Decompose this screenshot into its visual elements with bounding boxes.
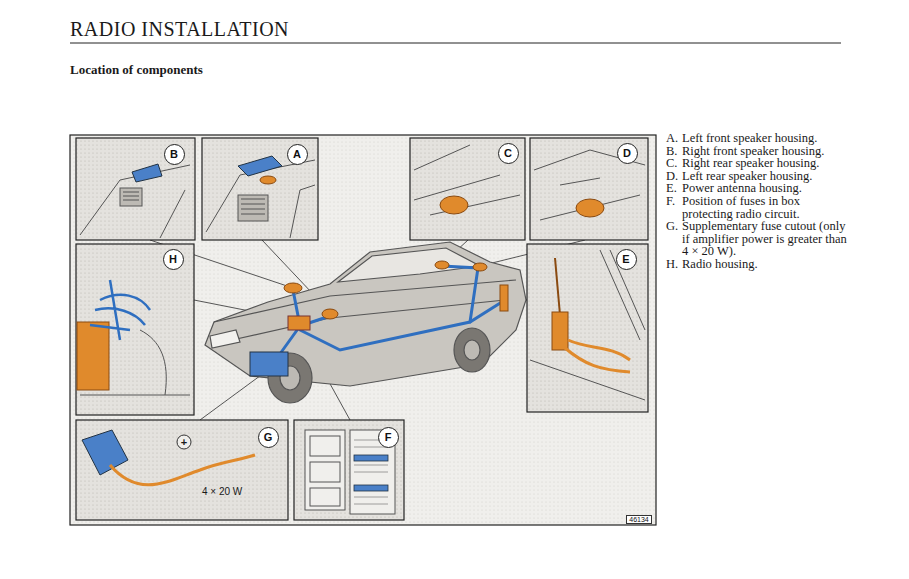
- callout-text: B: [170, 148, 178, 160]
- key-letter: B.: [666, 145, 682, 158]
- figure-number: 46134: [626, 515, 652, 524]
- callout-letter: B: [164, 144, 185, 165]
- key-row: G.Supplementary fuse cutout (only if amp…: [666, 220, 848, 258]
- key-row: C.Right rear speaker housing.: [666, 157, 848, 170]
- callout-letter: H: [163, 249, 184, 270]
- key-description: Power antenna housing.: [682, 182, 848, 195]
- key-letter: A.: [666, 132, 682, 145]
- callout-letter: F: [378, 427, 399, 448]
- callout-letter: C: [498, 143, 519, 164]
- plus-symbol: +: [181, 437, 187, 448]
- callout-text: E: [622, 253, 629, 265]
- callout-text: D: [623, 147, 631, 159]
- callout-letter: E: [616, 249, 637, 270]
- figure-number-text: 46134: [629, 516, 648, 523]
- callout-letter: G: [258, 427, 279, 448]
- key-description: Left front speaker housing.: [682, 132, 848, 145]
- key-row: A.Left front speaker housing.: [666, 132, 848, 145]
- callout-letter: D: [617, 143, 638, 164]
- callout-text: A: [293, 148, 301, 160]
- key-description: Right rear speaker housing.: [682, 157, 848, 170]
- key-letter: G.: [666, 220, 682, 258]
- page-title: RADIO INSTALLATION: [70, 18, 289, 41]
- key-letter: H.: [666, 258, 682, 271]
- key-letter: F.: [666, 195, 682, 220]
- callout-text: H: [169, 253, 177, 265]
- key-row: H.Radio housing.: [666, 258, 848, 271]
- key-description: Radio housing.: [682, 258, 848, 271]
- rating-text: 4 × 20 W: [202, 486, 242, 497]
- key-letter: C.: [666, 157, 682, 170]
- key-letter: D.: [666, 170, 682, 183]
- callout-text: F: [385, 431, 392, 443]
- key-row: B.Right front speaker housing.: [666, 145, 848, 158]
- key-description: Right front speaker housing.: [682, 145, 848, 158]
- callout-text: C: [504, 147, 512, 159]
- key-letter: E.: [666, 182, 682, 195]
- key-row: D.Left rear speaker housing.: [666, 170, 848, 183]
- key-list: A.Left front speaker housing.B.Right fro…: [666, 132, 848, 271]
- key-description: Supplementary fuse cutout (only if ampli…: [682, 220, 848, 258]
- section-heading: Location of components: [70, 62, 203, 78]
- key-row: F.Position of fuses in box protecting ra…: [666, 195, 848, 220]
- callout-text: G: [264, 431, 273, 443]
- key-description: Position of fuses in box protecting radi…: [682, 195, 848, 220]
- key-row: E.Power antenna housing.: [666, 182, 848, 195]
- callout-letter: A: [287, 144, 308, 165]
- key-description: Left rear speaker housing.: [682, 170, 848, 183]
